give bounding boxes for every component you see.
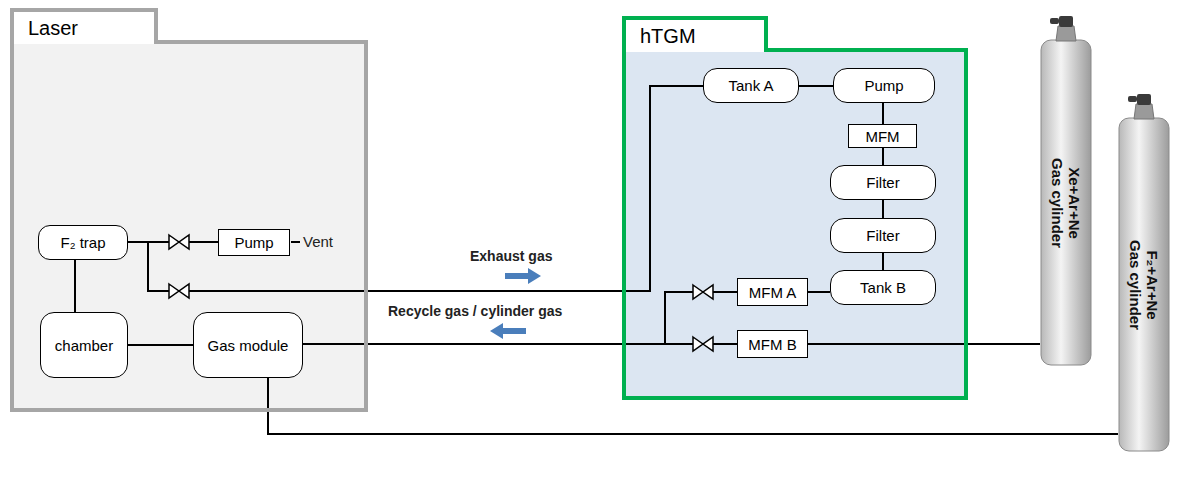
cylinder-label: Gas cylinder — [1049, 158, 1066, 248]
cylinder-knob — [1050, 18, 1059, 24]
cylinder-neck — [1056, 26, 1076, 41]
flow-arrow — [490, 323, 526, 339]
trap-box: F₂ trap — [38, 225, 128, 260]
cylinder-text: Xe+Ar+NeGas cylinder — [1049, 158, 1084, 248]
mfm-box: MFM — [848, 124, 917, 148]
gas-line — [882, 200, 884, 218]
cylinder-label: F₂+Ar+Ne — [1144, 240, 1161, 330]
valve-symbol — [693, 337, 713, 351]
flow-arrow — [505, 268, 541, 284]
cylinder-body — [1119, 118, 1169, 451]
box-label: Gas module — [208, 337, 289, 354]
mfm-box: MFM A — [737, 278, 808, 306]
flow-label: Recycle gas / cylinder gas — [388, 303, 562, 319]
valve-symbol — [693, 285, 713, 299]
vent-label: Vent — [303, 233, 333, 250]
box-label: chamber — [55, 337, 113, 354]
box-label: Tank A — [728, 77, 773, 94]
gas-line — [268, 378, 1118, 434]
gas-line — [799, 85, 833, 87]
tank-box: Tank B — [830, 270, 936, 305]
mfm-box: MFM B — [737, 330, 808, 358]
gas-line — [882, 148, 884, 165]
laser-ground — [10, 40, 368, 412]
cylinder-label: Xe+Ar+Ne — [1066, 158, 1083, 248]
cylinder-valve — [1059, 16, 1073, 27]
chamber-box: chamber — [40, 312, 128, 378]
gas-line — [303, 292, 737, 344]
heading-tab: Laser — [10, 8, 158, 44]
box-label: MFM B — [748, 336, 796, 353]
box-label: Pump — [234, 234, 273, 251]
cylinder-drawing — [1040, 14, 1092, 366]
cylinder-drawing — [1118, 92, 1170, 452]
gas-module-box: Gas module — [193, 312, 303, 378]
heading-tab: hTGM — [622, 16, 768, 52]
htgm-ground — [622, 48, 968, 400]
gas-line — [882, 253, 884, 270]
filter-box: Filter — [830, 218, 936, 253]
gas-line — [128, 86, 703, 291]
gas-line — [128, 344, 193, 346]
cylinder-label: Gas cylinder — [1127, 240, 1144, 330]
box-label: Tank B — [860, 279, 906, 296]
cylinder-body — [1041, 40, 1091, 365]
flow-label: Exhaust gas — [470, 248, 552, 264]
box-label: F₂ trap — [61, 234, 106, 251]
box-label: Pump — [864, 77, 903, 94]
box-label: MFM — [865, 128, 899, 145]
pump-box: Pump — [833, 68, 935, 103]
panel-heading: hTGM — [640, 25, 696, 48]
cylinder-text: F₂+Ar+NeGas cylinder — [1127, 240, 1162, 330]
gas-line — [882, 103, 884, 124]
gas-line — [808, 343, 1040, 345]
pump-box: Pump — [218, 229, 290, 256]
box-label: Filter — [866, 227, 899, 244]
laser-housing: LaserF₂ trapPumpchamberGas module — [10, 40, 368, 412]
box-label: Filter — [866, 174, 899, 191]
gas-cylinder: F₂+Ar+NeGas cylinder — [1118, 92, 1170, 452]
cylinder-valve — [1137, 94, 1151, 105]
panel-heading: Laser — [28, 17, 78, 40]
gas-line — [303, 343, 737, 345]
gas-line — [808, 291, 830, 293]
gas-line — [74, 260, 76, 312]
box-label: MFM A — [749, 284, 797, 301]
cylinder-knob — [1128, 96, 1137, 102]
filter-box: Filter — [830, 165, 936, 200]
vent-line — [291, 241, 300, 243]
tank-box: Tank A — [703, 68, 799, 103]
gas-cylinder: Xe+Ar+NeGas cylinder — [1040, 14, 1092, 366]
cylinder-neck — [1134, 104, 1154, 119]
valve-symbol — [169, 235, 189, 249]
htgm-housing: hTGMTank APumpMFMFilterFilterTank BMFM A… — [622, 48, 968, 400]
valve-symbol — [169, 284, 189, 298]
